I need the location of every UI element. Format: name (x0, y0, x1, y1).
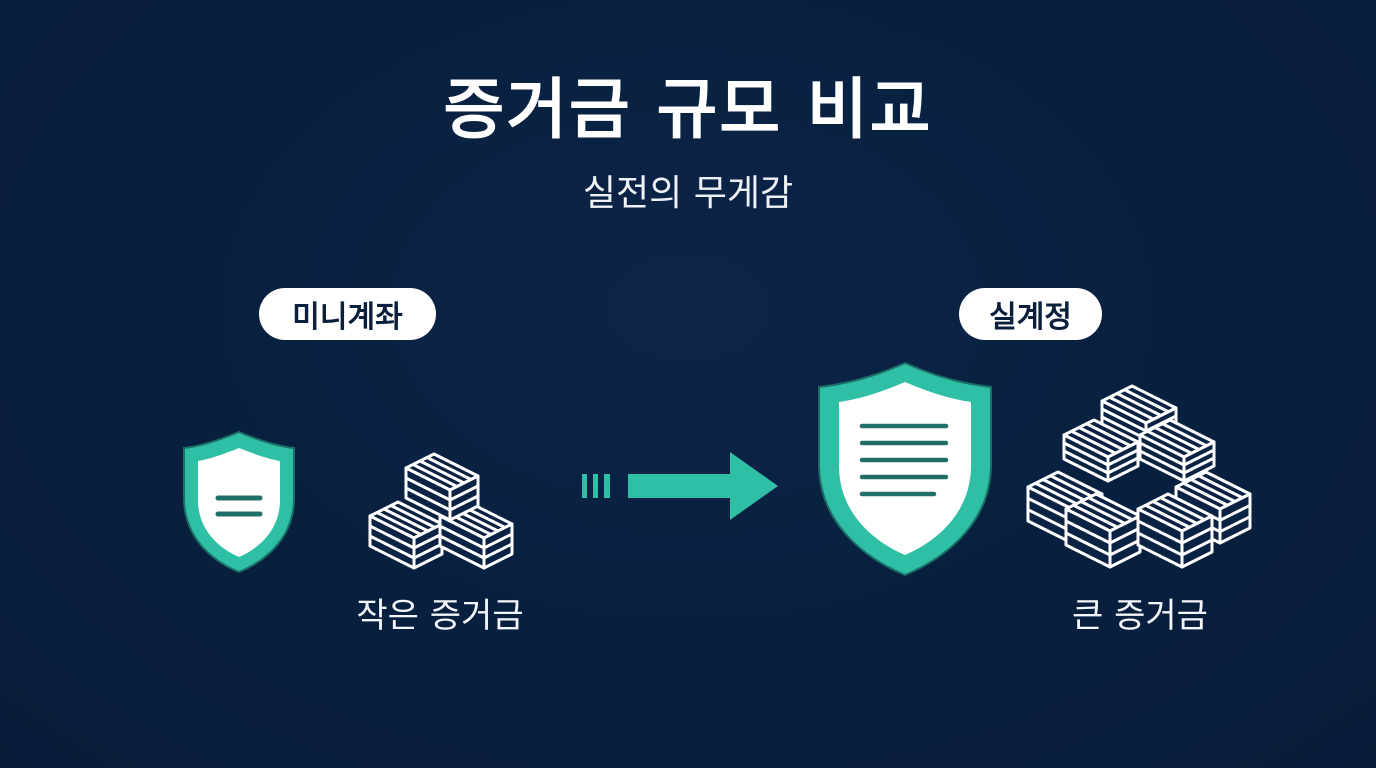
large-box-stack-icon (1026, 384, 1252, 569)
large-shield-icon (818, 361, 992, 577)
real-account-label: 실계정 (959, 288, 1102, 340)
box (1062, 418, 1140, 483)
box (404, 452, 480, 522)
small-margin-caption: 작은 증거금 (356, 596, 524, 636)
box (1136, 492, 1214, 569)
arrow-right-icon (582, 452, 778, 520)
page-subtitle: 실전의 무게감 (582, 173, 794, 214)
box (368, 500, 444, 570)
small-shield-icon (183, 430, 295, 574)
small-box-stack-icon (368, 452, 514, 570)
page-title: 증거금 규모 비교 (443, 71, 933, 148)
box (1138, 418, 1216, 483)
box (1064, 492, 1142, 569)
large-margin-caption: 큰 증거금 (1072, 596, 1208, 636)
mini-account-label: 미니계좌 (259, 288, 436, 340)
